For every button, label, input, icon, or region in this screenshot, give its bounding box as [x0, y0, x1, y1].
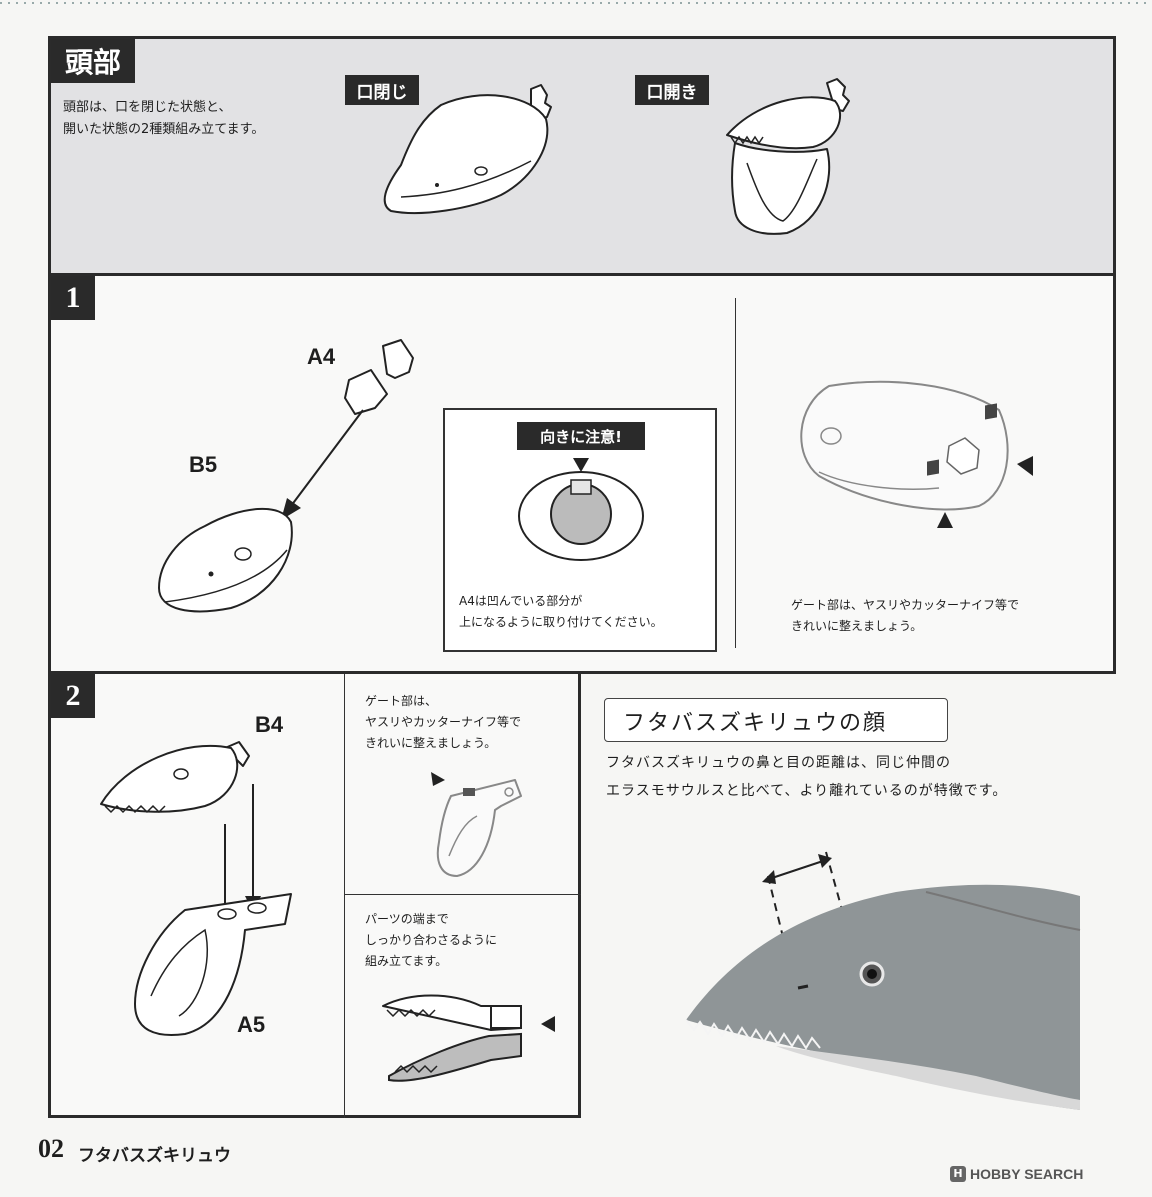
- part-a5-label: A5: [237, 1012, 266, 1037]
- gate1-line2: きれいに整えましょう。: [791, 619, 923, 633]
- column-body-line1: フタバスズキリュウの鼻と目の距離は、同じ仲間の: [606, 755, 951, 771]
- step2-section: 2 B4 A5 ゲート部は、 ヤスリやカッターナイフ等で きれいに整えましょう。…: [48, 671, 581, 1118]
- fit-illustration: [382, 994, 555, 1082]
- step1-number: 1: [51, 276, 95, 320]
- head-section: 頭部 頭部は、口を閉じた状態と、 開いた状態の2種類組み立てます。 口閉じ 口開…: [48, 36, 1116, 276]
- fit-line3: 組み立てます。: [365, 954, 448, 968]
- caution-line2: 上になるように取り付けてください。: [459, 615, 663, 629]
- plesiosaur-head-illustration: [685, 851, 1081, 1110]
- mouth-closed-label: 口閉じ: [345, 75, 419, 105]
- head-desc-line1: 頭部は、口を閉じた状態と、: [63, 100, 232, 115]
- caution-box: 向きに注意! A4は凹んでいる部分が 上になるように取り付けてください。: [443, 408, 717, 652]
- top-edge-dots: [0, 2, 1152, 4]
- gate2-illustration: [431, 772, 522, 877]
- head-desc-line2: 開いた状態の2種類組み立てます。: [63, 122, 265, 137]
- caution-label: 向きに注意!: [517, 422, 645, 450]
- caution-line1: A4は凹んでいる部分が: [459, 594, 583, 608]
- fit-line1: パーツの端まで: [365, 912, 449, 926]
- closed-head-illustration: [383, 84, 552, 214]
- gate2-line2: ヤスリやカッターナイフ等で: [365, 715, 522, 729]
- gate-illustration: [800, 380, 1033, 528]
- column-title: フタバスズキリュウの顔: [623, 711, 888, 736]
- page-title: フタバスズキリュウ: [78, 1146, 231, 1166]
- open-head-illustration: [726, 78, 850, 235]
- mouth-open-label: 口開き: [635, 75, 709, 105]
- watermark-icon: H: [950, 1166, 966, 1182]
- caution-part-illustration: [518, 458, 644, 561]
- column-body-line2: エラスモサウルスと比べて、より離れているのが特徴です。: [606, 783, 1008, 799]
- gate2-line1: ゲート部は、: [365, 694, 438, 708]
- watermark: H HOBBY SEARCH: [950, 1166, 1083, 1182]
- part-b5-label: B5: [189, 452, 218, 477]
- column-title-box: フタバスズキリュウの顔: [604, 698, 948, 742]
- step2-assembly-illustration: [100, 741, 292, 1036]
- gate2-line3: きれいに整えましょう。: [365, 736, 497, 750]
- step1-assembly-illustration: [158, 339, 414, 613]
- step2-number: 2: [51, 674, 95, 718]
- step1-section: 1 A4 B5 向きに注意! A4は凹んでいる部分が 上になるように取り付けてく…: [48, 273, 1116, 674]
- part-a4-label: A4: [307, 344, 336, 369]
- step2-divider-v: [344, 674, 345, 1118]
- head-section-title: 頭部: [51, 39, 135, 83]
- page-number: 02: [38, 1134, 64, 1163]
- step1-divider: [735, 298, 736, 648]
- watermark-text: HOBBY SEARCH: [970, 1166, 1084, 1182]
- gate1-line1: ゲート部は、ヤスリやカッターナイフ等で: [791, 598, 1020, 612]
- part-b4-label: B4: [255, 712, 284, 737]
- fit-line2: しっかり合わさるように: [365, 933, 498, 947]
- step2-divider-h: [344, 894, 581, 895]
